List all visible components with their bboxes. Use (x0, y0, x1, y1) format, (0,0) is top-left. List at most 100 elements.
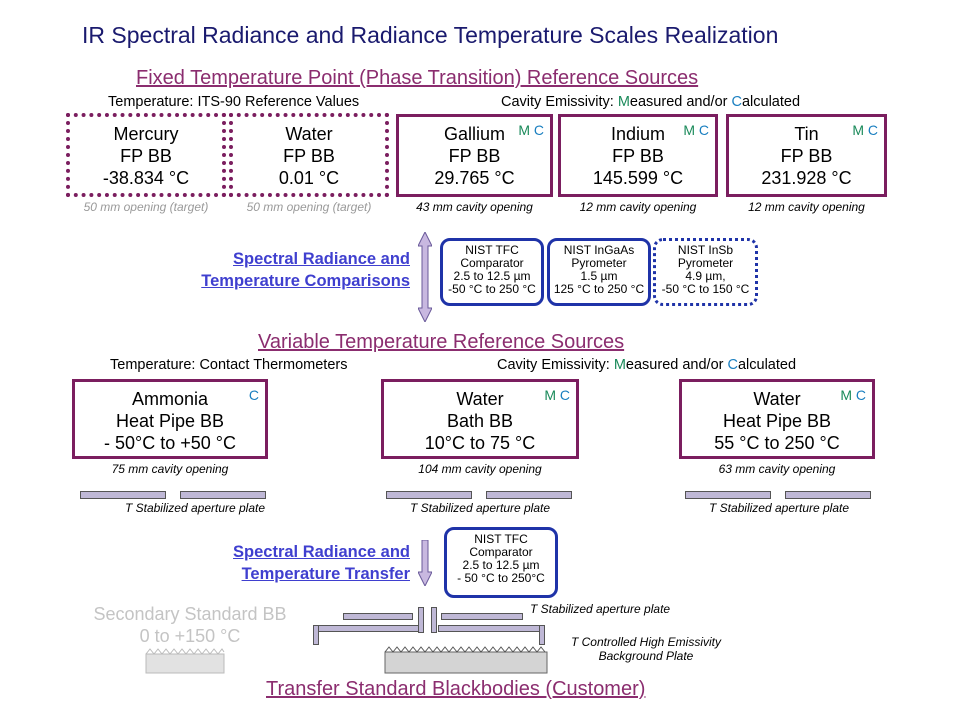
instrument-line: 2.5 to 12.5 µm (462, 558, 540, 572)
source-type: Heat Pipe BB (722, 411, 832, 431)
aperture-plate-right (486, 491, 572, 499)
mc-badge: C (249, 384, 259, 406)
variable-caption-ammonia: 75 mm cavity opening (111, 462, 229, 476)
background-label-line2: Background Plate (598, 649, 694, 663)
instrument-line: NIST TFC (465, 243, 519, 257)
emis-mid: easured and/or (625, 357, 728, 373)
instrument-line: 1.5 µm (580, 269, 618, 283)
variable-temp-label: Temperature: Contact Thermometers (110, 357, 348, 373)
mc-badge: M C (683, 119, 709, 141)
instrument-transfer-tfc: NIST TFC Comparator 2.5 to 12.5 µm - 50 … (444, 527, 558, 598)
mc-c: C (867, 122, 878, 138)
instrument-line: NIST TFC (474, 532, 528, 546)
instrument-line: -50 °C to 250 °C (448, 282, 536, 296)
comparisons-label-line2: Temperature Comparisons (201, 272, 410, 290)
secondary-standard-label: Secondary Standard BB 0 to +150 °C (78, 603, 302, 647)
aperture-plate-left (343, 613, 413, 620)
instrument-insb-pyrometer: NIST InSb Pyrometer 4.9 µm, -50 °C to 15… (653, 238, 758, 306)
fixed-caption-tin: 12 mm cavity opening (748, 200, 865, 214)
aperture-plate-right (180, 491, 266, 499)
variable-source-water-heatpipe: M C Water Heat Pipe BB 55 °C to 250 °C (679, 379, 875, 459)
emis-end: alculated (741, 94, 801, 110)
source-type: FP BB (448, 146, 501, 166)
plate-label-water-heatpipe: T Stabilized aperture plate (708, 501, 850, 515)
instrument-line: Pyrometer (677, 256, 734, 270)
fixed-source-indium: M C Indium FP BB 145.599 °C (558, 114, 718, 197)
source-temp: 231.928 °C (761, 168, 852, 188)
background-label-line1: T Controlled High Emissivity (570, 635, 722, 649)
instrument-line: 2.5 to 12.5 µm (453, 269, 531, 283)
source-temp: 145.599 °C (592, 168, 684, 188)
page-title: IR Spectral Radiance and Radiance Temper… (82, 22, 779, 48)
mc-m: M (518, 122, 530, 138)
aperture-plate-left (386, 491, 472, 499)
fixed-caption-gallium: 43 mm cavity opening (416, 200, 533, 214)
aperture-plate-left (80, 491, 166, 499)
emis-prefix: Cavity Emissivity: (501, 94, 618, 110)
mc-c: C (855, 387, 866, 403)
shield-plate-right (438, 625, 545, 632)
source-name: Indium (610, 124, 666, 144)
mc-m: M (544, 387, 556, 403)
transfer-label-line2: Temperature Transfer (241, 565, 410, 583)
source-name: Mercury (113, 124, 179, 144)
fixed-source-tin: M C Tin FP BB 231.928 °C (726, 114, 887, 197)
aperture-plate-right (785, 491, 871, 499)
mc-badge: M C (840, 384, 866, 406)
mc-c: C (248, 387, 259, 403)
aperture-post (431, 607, 437, 633)
instrument-line: 125 °C to 250 °C (553, 282, 645, 296)
variable-caption-water-bath: 104 mm cavity opening (418, 462, 542, 476)
fixed-caption-indium: 12 mm cavity opening (579, 200, 697, 214)
fixed-caption-water: 50 mm opening (target) (246, 200, 372, 214)
source-name: Water (456, 389, 504, 409)
shield-wall-left (313, 625, 319, 645)
plate-label-ammonia: T Stabilized aperture plate (124, 501, 266, 515)
mc-m: M (840, 387, 852, 403)
instrument-ingaas-pyrometer: NIST InGaAs Pyrometer 1.5 µm 125 °C to 2… (547, 238, 651, 306)
emis-prefix: Cavity Emissivity: (497, 357, 614, 373)
fixed-source-mercury: Mercury FP BB -38.834 °C (66, 113, 226, 197)
mc-badge: M C (544, 384, 570, 406)
mc-c: C (533, 122, 544, 138)
transfer-label-line1: Spectral Radiance and (233, 543, 410, 561)
emis-m: M (617, 94, 630, 110)
variable-caption-water-heatpipe: 63 mm cavity opening (718, 462, 836, 476)
fixed-emissivity-label: Cavity Emissivity: Measured and/or Calcu… (501, 94, 800, 110)
fixed-source-gallium: M C Gallium FP BB 29.765 °C (396, 114, 553, 197)
source-temp: 29.765 °C (434, 168, 515, 188)
mc-m: M (683, 122, 695, 138)
instrument-line: -50 °C to 150 °C (661, 282, 750, 296)
shield-plate-left (313, 625, 419, 632)
source-type: FP BB (780, 146, 833, 166)
source-name: Water (285, 124, 333, 144)
mc-badge: M C (852, 119, 878, 141)
variable-source-water-bath: M C Water Bath BB 10°C to 75 °C (381, 379, 579, 459)
emis-c: C (727, 357, 738, 373)
source-name: Gallium (443, 124, 505, 144)
instrument-line: Comparator (460, 256, 524, 270)
mc-c: C (559, 387, 570, 403)
source-type: FP BB (283, 146, 335, 166)
aperture-post (418, 607, 424, 633)
secondary-blackbody-icon (145, 648, 225, 674)
emis-mid: easured and/or (629, 94, 732, 110)
footer-heading: Transfer Standard Blackbodies (Customer) (266, 678, 646, 700)
emis-end: alculated (737, 357, 797, 373)
instrument-line: 4.9 µm, (685, 269, 726, 283)
source-name: Ammonia (131, 389, 209, 409)
fixed-source-water: Water FP BB 0.01 °C (229, 113, 389, 197)
aperture-plate-right (441, 613, 523, 620)
source-name: Water (753, 389, 801, 409)
source-temp: 0.01 °C (278, 168, 340, 188)
mc-badge: M C (518, 119, 544, 141)
emis-c: C (731, 94, 742, 110)
source-type: Heat Pipe BB (115, 411, 225, 431)
instrument-tfc-comparator: NIST TFC Comparator 2.5 to 12.5 µm -50 °… (440, 238, 544, 306)
mc-m: M (852, 122, 864, 138)
transfer-plate-label: T Stabilized aperture plate (530, 602, 671, 616)
secondary-line2: 0 to +150 °C (139, 626, 241, 646)
fixed-caption-mercury: 50 mm opening (target) (83, 200, 209, 214)
mc-c: C (698, 122, 709, 138)
variable-sources-heading: Variable Temperature Reference Sources (258, 331, 625, 353)
